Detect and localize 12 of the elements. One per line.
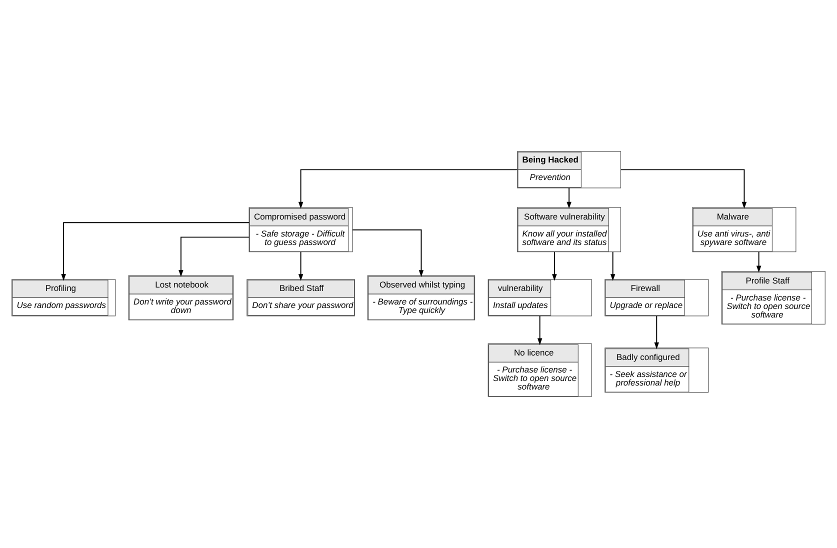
arrow (610, 251, 616, 281)
arrow (552, 251, 557, 281)
arrow (537, 316, 542, 346)
arrow (756, 251, 762, 273)
arrow (654, 316, 660, 350)
arrow (298, 169, 518, 209)
arrow (61, 222, 250, 281)
arrow (298, 251, 304, 281)
arrow (352, 229, 424, 277)
arrow (178, 236, 250, 277)
arrow (620, 169, 747, 209)
arrow (566, 188, 572, 209)
